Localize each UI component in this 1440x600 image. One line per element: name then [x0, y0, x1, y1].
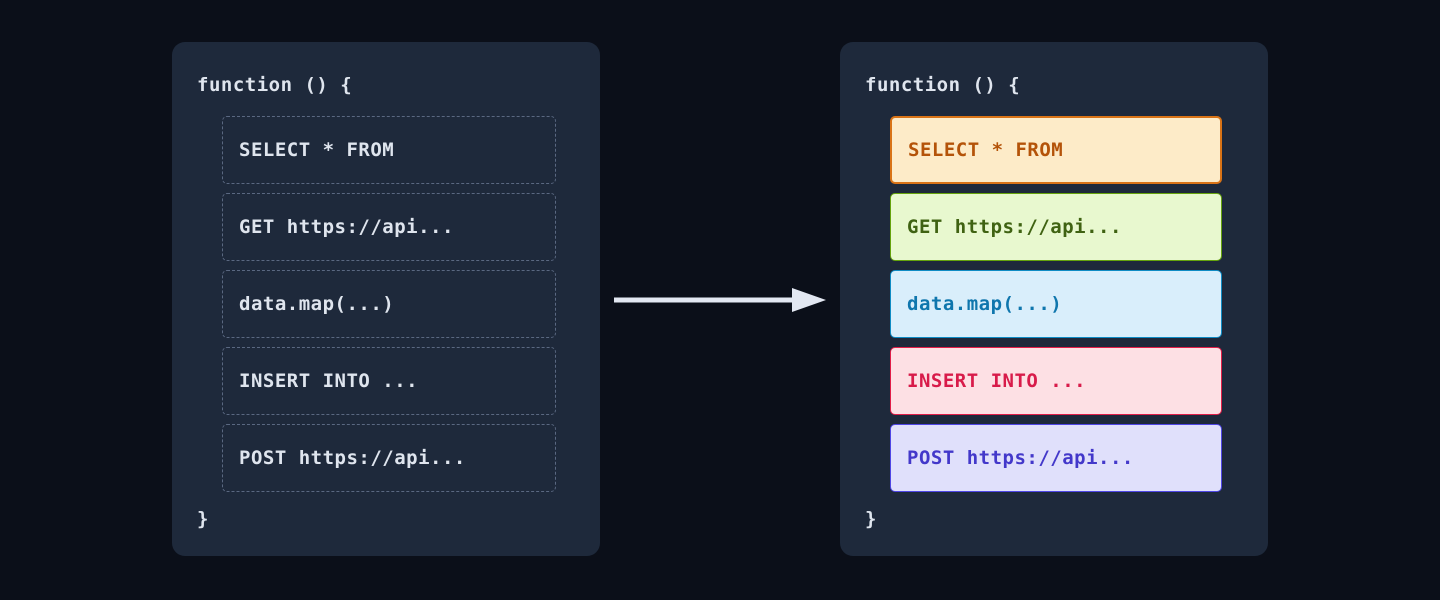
arrow-right-icon [614, 288, 826, 312]
after-code-panel: function () { SELECT * FROM GET https://… [840, 42, 1268, 556]
after-statement-text: SELECT * FROM [908, 139, 1064, 161]
before-function-opening-line: function () { [197, 74, 353, 96]
after-statement-list: SELECT * FROM GET https://api... data.ma… [890, 116, 1222, 492]
before-statement-text: data.map(...) [239, 293, 395, 315]
after-statement-row-sql-insert[interactable]: INSERT INTO ... [890, 347, 1222, 415]
before-statement-row[interactable]: data.map(...) [222, 270, 556, 338]
after-statement-text: GET https://api... [907, 216, 1122, 238]
before-function-closing-line: } [197, 508, 209, 530]
after-statement-row-http-get[interactable]: GET https://api... [890, 193, 1222, 261]
after-statement-text: data.map(...) [907, 293, 1063, 315]
before-statement-text: INSERT INTO ... [239, 370, 419, 392]
after-function-closing-line: } [865, 508, 877, 530]
transform-arrow [614, 286, 826, 314]
before-statement-text: POST https://api... [239, 447, 466, 469]
before-statement-row[interactable]: GET https://api... [222, 193, 556, 261]
after-statement-text: POST https://api... [907, 447, 1134, 469]
before-statement-row[interactable]: POST https://api... [222, 424, 556, 492]
before-statement-row[interactable]: SELECT * FROM [222, 116, 556, 184]
after-statement-row-sql-select[interactable]: SELECT * FROM [890, 116, 1222, 184]
before-code-panel: function () { SELECT * FROM GET https://… [172, 42, 600, 556]
after-function-opening-line: function () { [865, 74, 1021, 96]
after-statement-text: INSERT INTO ... [907, 370, 1087, 392]
before-statement-row[interactable]: INSERT INTO ... [222, 347, 556, 415]
before-statement-text: GET https://api... [239, 216, 454, 238]
after-statement-row-http-post[interactable]: POST https://api... [890, 424, 1222, 492]
before-statement-list: SELECT * FROM GET https://api... data.ma… [222, 116, 556, 492]
before-statement-text: SELECT * FROM [239, 139, 395, 161]
after-statement-row-js-map[interactable]: data.map(...) [890, 270, 1222, 338]
